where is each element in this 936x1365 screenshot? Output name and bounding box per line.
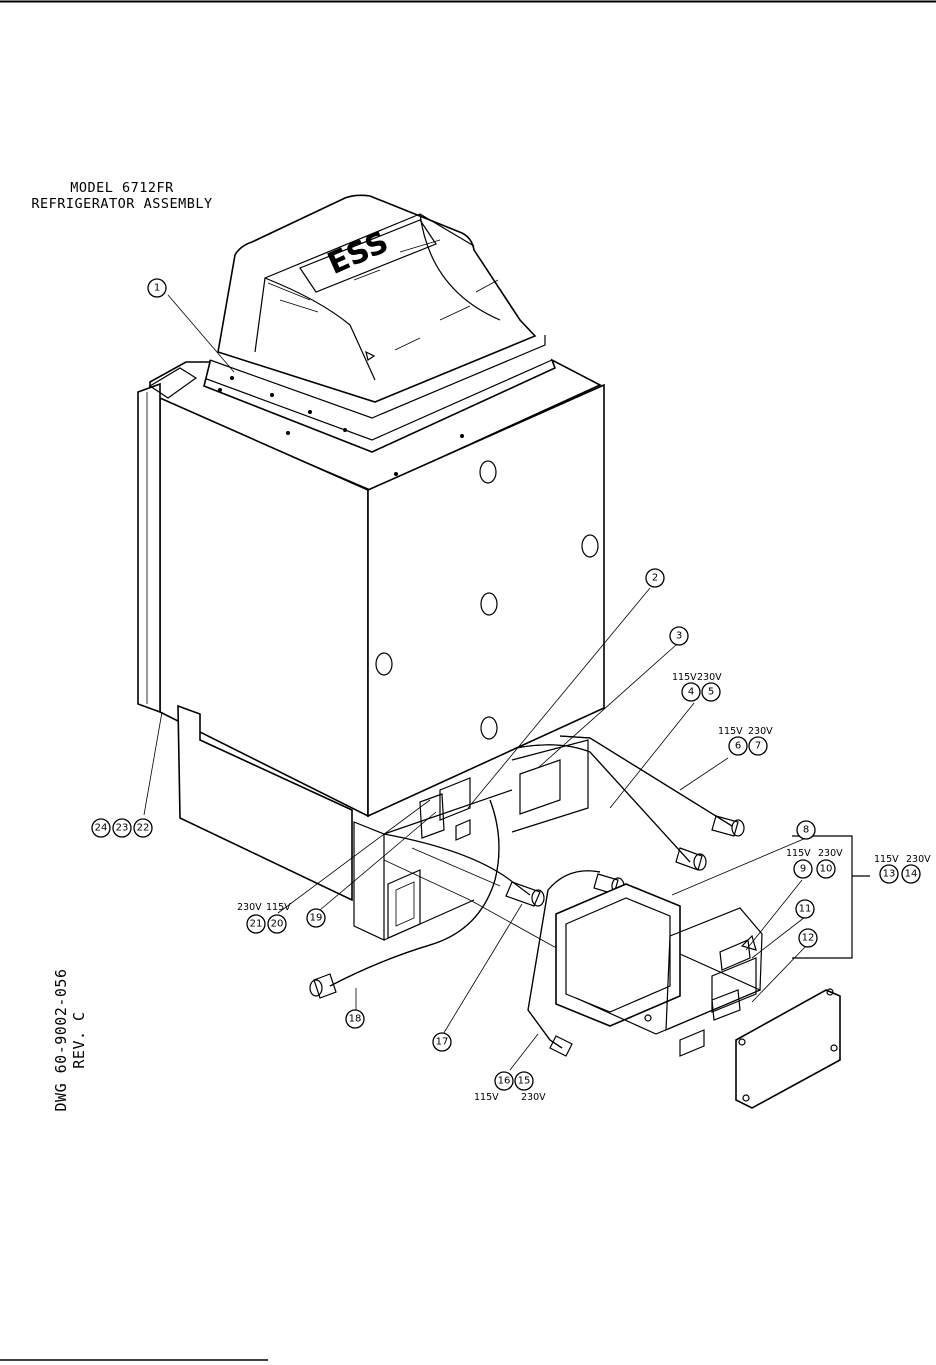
svg-text:230V: 230V [748, 726, 773, 737]
callout-6-7-group: 115V 230V 6 7 [718, 726, 773, 756]
svg-text:11: 11 [799, 904, 812, 915]
svg-text:12: 12 [802, 933, 815, 944]
svg-text:1: 1 [154, 283, 160, 294]
callout-11: 11 [795, 899, 815, 919]
svg-text:115V: 115V [474, 1092, 499, 1103]
callout-15-16-group: 16 15 115V 230V [474, 1071, 546, 1103]
callout-20-21-group: 230V 115V 21 20 [237, 902, 291, 934]
svg-text:4: 4 [688, 687, 694, 698]
svg-text:230V: 230V [697, 672, 722, 683]
callout-17: 17 [432, 1032, 452, 1052]
svg-text:115V: 115V [874, 854, 899, 865]
callout-1: 1 [147, 278, 167, 298]
leader-lines [143, 294, 807, 1071]
svg-text:22: 22 [137, 823, 150, 834]
callout-2: 2 [645, 568, 665, 588]
svg-text:3: 3 [676, 631, 682, 642]
svg-text:13: 13 [883, 869, 896, 880]
base-stand [177, 704, 589, 951]
svg-text:6: 6 [735, 741, 741, 752]
svg-text:18: 18 [349, 1014, 362, 1025]
callout-4-5-group: 115V 230V 4 5 [672, 672, 722, 702]
callout-3: 3 [669, 626, 689, 646]
svg-text:115V: 115V [718, 726, 743, 737]
callout-22-23-24-group: 24 23 22 [91, 818, 153, 838]
svg-text:15: 15 [518, 1076, 531, 1087]
svg-text:230V: 230V [818, 848, 843, 859]
assembly-title: REFRIGERATOR ASSEMBLY [31, 196, 213, 212]
svg-text:230V: 230V [521, 1092, 546, 1103]
svg-text:20: 20 [271, 919, 284, 930]
svg-text:9: 9 [800, 864, 806, 875]
svg-text:7: 7 [755, 741, 761, 752]
callout-13-14-group: 115V 230V 13 14 [874, 854, 931, 884]
svg-text:14: 14 [905, 869, 918, 880]
callout-19: 19 [306, 908, 326, 928]
svg-text:19: 19 [310, 913, 323, 924]
callout-8: 8 [796, 820, 816, 840]
callout-18: 18 [345, 1009, 365, 1029]
svg-text:5: 5 [708, 687, 714, 698]
svg-text:115V: 115V [786, 848, 811, 859]
svg-text:115V: 115V [266, 902, 291, 913]
cabinet-body [137, 358, 605, 818]
svg-text:115V: 115V [672, 672, 697, 683]
svg-text:10: 10 [820, 864, 833, 875]
svg-text:21: 21 [250, 919, 263, 930]
callout-9-10-group: 115V 230V 9 10 [786, 848, 843, 879]
svg-text:230V: 230V [237, 902, 262, 913]
svg-text:8: 8 [803, 825, 809, 836]
svg-text:23: 23 [116, 823, 129, 834]
svg-text:230V: 230V [906, 854, 931, 865]
model-title: MODEL 6712FR [70, 180, 174, 196]
drawing-title: MODEL 6712FR REFRIGERATOR ASSEMBLY [2, 180, 242, 212]
svg-text:24: 24 [95, 823, 108, 834]
svg-text:2: 2 [652, 573, 658, 584]
svg-text:16: 16 [498, 1076, 511, 1087]
power-cords [309, 735, 745, 1057]
electrical-box [555, 835, 870, 1109]
svg-text:17: 17 [436, 1037, 449, 1048]
callout-12: 12 [798, 928, 818, 948]
